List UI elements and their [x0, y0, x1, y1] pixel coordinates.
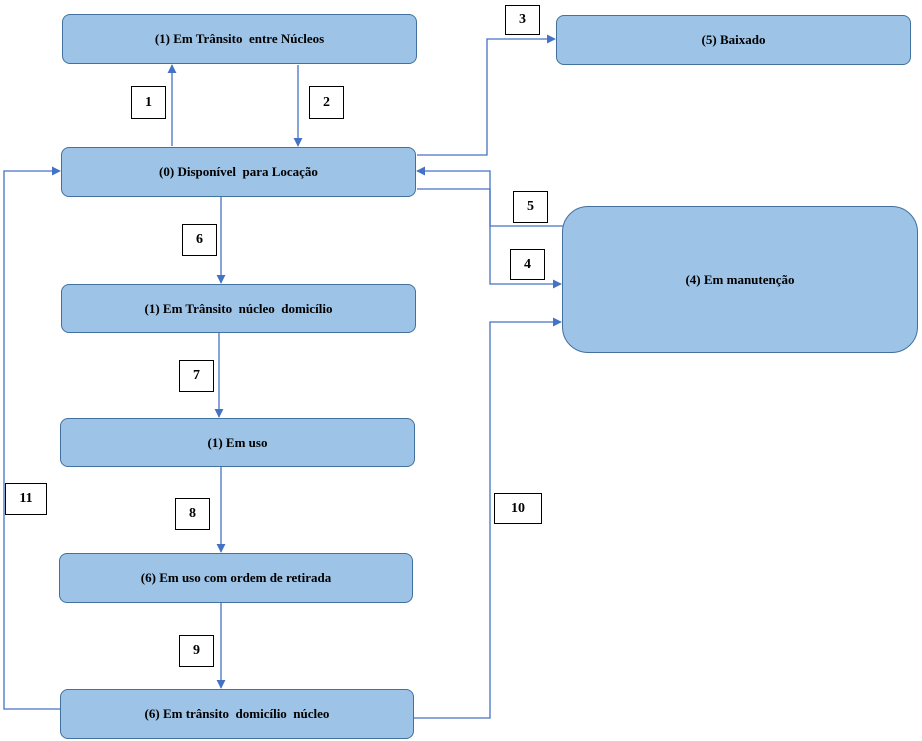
transition-label-3: 3 [505, 5, 540, 35]
state-em-uso: (1) Em uso [60, 418, 415, 467]
transition-label-9: 9 [179, 635, 214, 667]
transition-label-7: 7 [179, 360, 214, 392]
state-disponivel: (0) Disponível para Locação [61, 147, 416, 197]
arrow-11 [3, 166, 61, 710]
transition-label-1: 1 [131, 86, 166, 119]
state-transito-domicilio-nucleo: (6) Em trânsito domicílio núcleo [60, 689, 414, 739]
transition-label-8: 8 [175, 498, 210, 530]
transition-label-2: 2 [309, 86, 344, 119]
transition-label-10: 10 [494, 493, 542, 524]
arrow-10 [414, 317, 562, 719]
transition-label-6: 6 [182, 224, 217, 256]
transition-label-4: 4 [510, 249, 545, 280]
state-em-manutencao: (4) Em manutenção [562, 206, 918, 353]
state-em-uso-ordem-retirada: (6) Em uso com ordem de retirada [59, 553, 413, 603]
arrow-3 [417, 34, 556, 156]
transition-label-11: 11 [5, 483, 47, 515]
transition-label-5: 5 [513, 191, 548, 223]
state-transit-between-nuclei: (1) Em Trânsito entre Núcleos [62, 14, 417, 64]
state-transit-nucleo-domicilio: (1) Em Trânsito núcleo domicílio [61, 284, 416, 333]
arrow-4 [417, 188, 562, 289]
arrow-5 [416, 166, 563, 227]
state-baixado: (5) Baixado [556, 15, 911, 65]
